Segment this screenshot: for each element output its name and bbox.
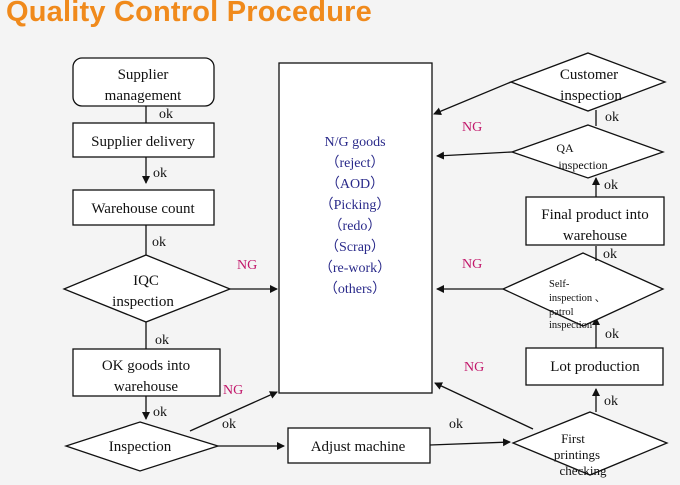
qa-inspection-line-2: inspection [558,158,607,172]
warehouse-count-box [72,189,215,226]
ng-goods-line-8: （others） [324,281,386,297]
ok-goods-warehouse-line-1: OK goods into [102,358,190,374]
iqc-inspection-line-1: IQC [133,273,159,289]
adjust-machine-label: Adjust machine [311,439,406,455]
self-inspection-line-3: patrol [549,307,574,318]
self-inspection-line-4: inspection [549,320,593,331]
ok-label: ok [604,394,618,409]
supplier-delivery-box [72,122,215,158]
self-inspection-line-2: inspection 、 [549,293,605,304]
page-title: Quality Control Procedure [6,0,372,28]
first-printings-line-3: checking [560,463,607,478]
ng-goods-line-7: （re-work） [319,260,391,276]
first-printings-diamond [511,411,669,476]
ng-label: NG [464,360,484,375]
lot-production-box [525,347,664,386]
first-printings-line-2: printings [554,447,600,462]
ng-goods-box [278,62,433,394]
lot-production-label: Lot production [550,359,640,375]
ng-goods-line-5: （redo） [329,218,382,234]
ng-label: NG [462,120,482,135]
qa-inspection-diamond [510,124,665,179]
ok-label: ok [604,178,618,193]
customer-inspection-diamond [509,52,667,112]
warehouse-count-label: Warehouse count [91,201,195,217]
self-inspection-line-1: Self- [549,279,570,290]
ok-label: ok [153,405,167,420]
final-product-line-1: Final product into [541,207,649,223]
ng-goods-line-6: （Scrap） [325,239,385,255]
ok-label: ok [155,333,169,348]
supplier-delivery-label: Supplier delivery [91,134,195,150]
qa-inspection-line-1: QA [556,141,574,155]
customer-inspection-line-1: Customer [560,67,618,83]
supplier-management-box [72,57,215,107]
ok-label: ok [152,235,166,250]
ng-goods-line-2: （reject） [325,155,384,171]
adjust-machine-box [287,427,431,464]
final-product-warehouse-box [525,196,665,246]
customer-inspection-line-2: inspection [560,88,622,104]
supplier-management-line-1: Supplier [118,67,169,83]
ng-label: NG [223,383,243,398]
ok-label: ok [605,110,619,125]
ok-label: ok [605,327,619,342]
ng-label: NG [237,258,257,273]
self-inspection-diamond [501,252,665,327]
final-product-line-2: warehouse [563,228,627,244]
supplier-management-line-2: management [105,88,182,104]
ng-goods-line-3: （AOD） [326,176,384,192]
inspection-label: Inspection [109,439,172,455]
ng-goods-line-1: N/G goods [324,135,385,150]
ng-goods-line-4: （Picking） [320,197,391,213]
ok-label: ok [153,166,167,181]
ok-label: ok [603,247,617,262]
ng-label: NG [462,257,482,272]
ok-goods-warehouse-line-2: warehouse [114,379,178,395]
ok-label: ok [449,417,463,432]
ok-label: ok [222,417,236,432]
iqc-inspection-line-2: inspection [112,294,174,310]
ok-label: ok [159,107,173,122]
inspection-diamond [63,421,221,472]
first-printings-line-1: First [561,431,585,446]
